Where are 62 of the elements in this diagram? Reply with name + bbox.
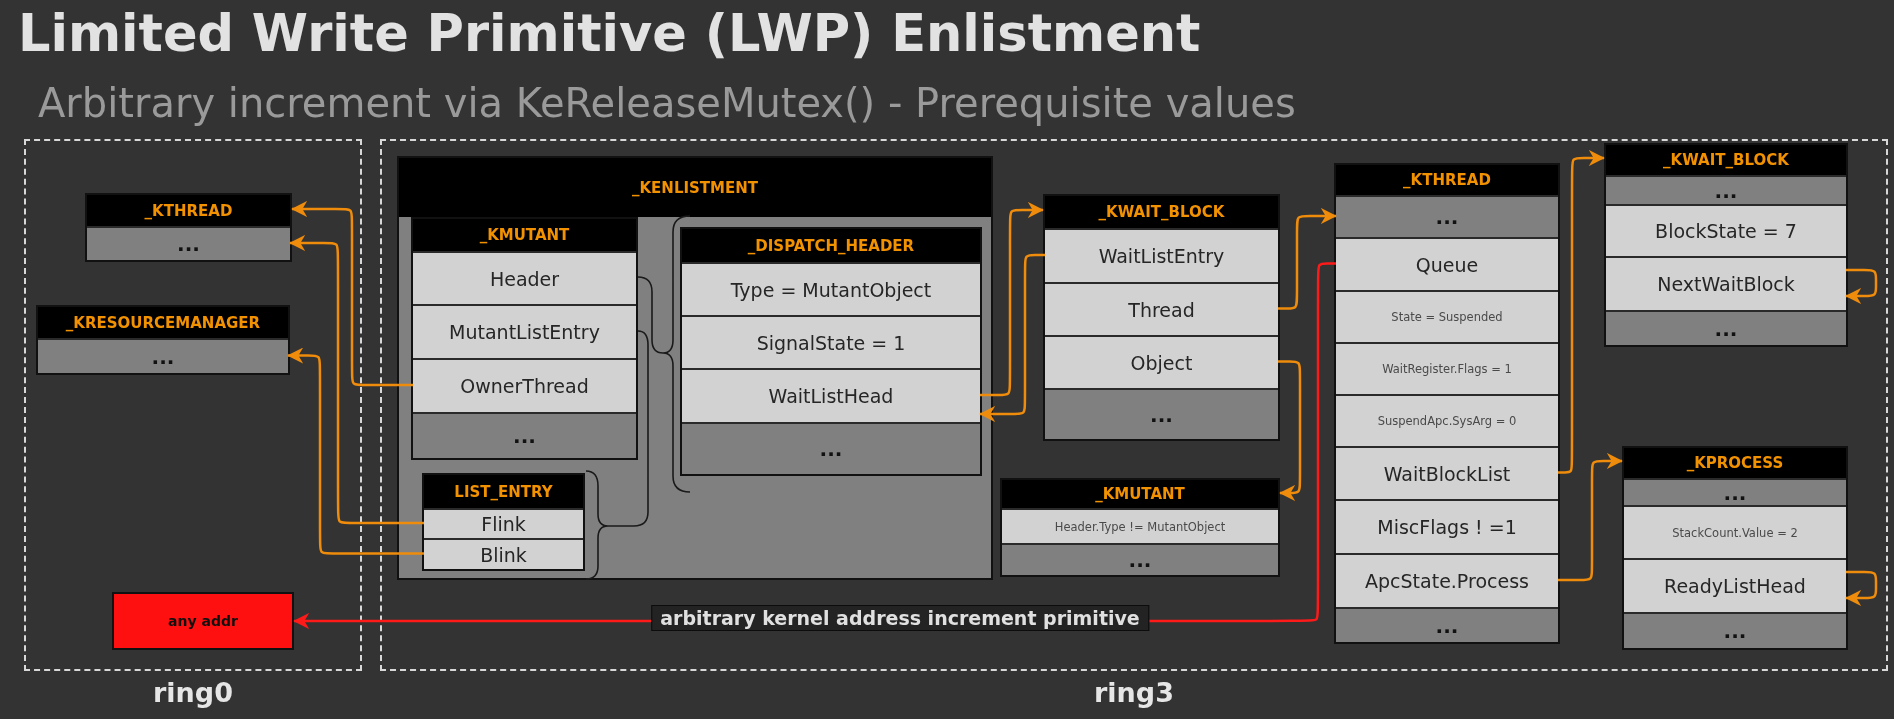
struct-header: _KENLISTMENT xyxy=(399,158,991,217)
struct-box xyxy=(1043,194,1280,441)
struct-header: _KWAIT_BLOCK xyxy=(1606,145,1846,175)
struct-header: _DISPATCH_HEADER xyxy=(682,229,980,262)
field-row: Queue xyxy=(1336,237,1558,290)
field-row: Flink xyxy=(424,508,583,538)
target-box: any addr xyxy=(112,592,294,650)
struct-box xyxy=(1334,163,1560,644)
struct-box xyxy=(36,305,290,375)
struct-header: _KPROCESS xyxy=(1624,448,1846,478)
struct-box xyxy=(1622,446,1848,650)
arrow xyxy=(1845,268,1878,304)
arrow xyxy=(979,253,1045,422)
field-row: State = Suspended xyxy=(1336,290,1558,342)
field-row: MiscFlags ! =1 xyxy=(1336,499,1558,553)
field-row: WaitRegister.Flags = 1 xyxy=(1336,342,1558,394)
field-row: WaitListHead xyxy=(682,368,980,422)
struct-header: _KRESOURCEMANAGER xyxy=(38,307,288,338)
field-row: WaitListEntry xyxy=(1045,228,1278,282)
arrow xyxy=(980,202,1044,397)
arrow xyxy=(1278,208,1337,310)
struct-box xyxy=(411,217,638,460)
field-row: Object xyxy=(1045,335,1278,388)
region-label: ring3 xyxy=(1094,677,1174,708)
field-row: StackCount.Value = 2 xyxy=(1624,505,1846,558)
field-row: Header xyxy=(413,251,636,304)
struct-box xyxy=(422,473,585,571)
field-row: Header.Type != MutantObject xyxy=(1002,508,1278,543)
field-row: SignalState = 1 xyxy=(682,315,980,368)
arrow xyxy=(287,347,424,555)
field-row: Thread xyxy=(1045,282,1278,335)
subtitle: Arbitrary increment via KeReleaseMutex() - Prerequisite values xyxy=(38,80,1296,126)
edge-label: arbitrary kernel address increment primitive xyxy=(651,605,1149,631)
field-row: ApcState.Process xyxy=(1336,553,1558,607)
field-row: Type = MutantObject xyxy=(682,262,980,315)
field-row: BlockState = 7 xyxy=(1606,204,1846,256)
field-row: NextWaitBlock xyxy=(1606,256,1846,310)
struct-header: LIST_ENTRY xyxy=(424,475,583,508)
arrow xyxy=(1845,570,1878,606)
field-row: OwnerThread xyxy=(413,358,636,412)
field-row: SuspendApc.SysArg = 0 xyxy=(1336,394,1558,446)
struct-box xyxy=(397,156,993,580)
field-row: WaitBlockList xyxy=(1336,446,1558,499)
struct-box xyxy=(680,227,982,476)
arrow xyxy=(289,235,424,525)
arrow xyxy=(291,201,413,387)
field-row: ReadyListHead xyxy=(1624,558,1846,612)
region-label: ring0 xyxy=(153,677,233,708)
struct-header: _KMUTANT xyxy=(1002,480,1278,508)
field-row: Blink xyxy=(424,538,583,569)
field-row: MutantListEntry xyxy=(413,304,636,358)
arrow xyxy=(1558,453,1623,582)
struct-header: _KTHREAD xyxy=(1336,165,1558,195)
struct-header: _KWAIT_BLOCK xyxy=(1045,196,1278,228)
struct-header: _KMUTANT xyxy=(413,219,636,251)
struct-box xyxy=(1000,478,1280,577)
title: Limited Write Primitive (LWP) Enlistment xyxy=(18,4,1201,63)
struct-header: _KTHREAD xyxy=(87,195,290,226)
arrow xyxy=(1557,150,1605,474)
arrow xyxy=(1278,360,1302,501)
struct-box xyxy=(85,193,292,262)
struct-box xyxy=(1604,143,1848,347)
